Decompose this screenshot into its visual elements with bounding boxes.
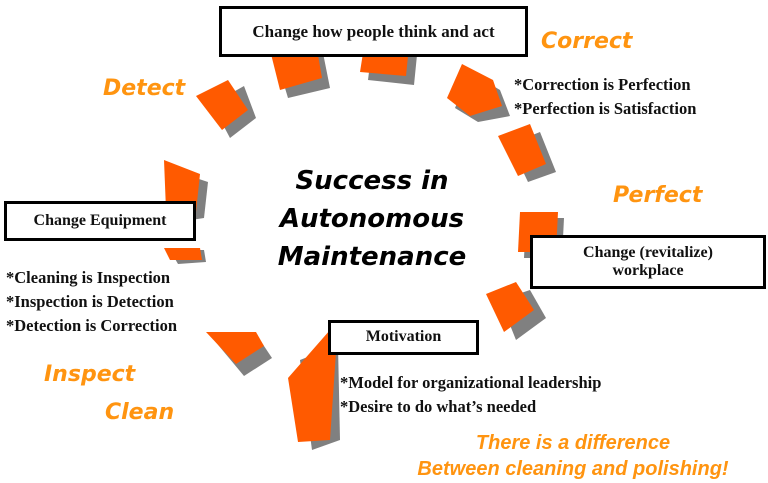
ring-segment-right-upper bbox=[498, 124, 556, 182]
box-motivation: Motivation bbox=[328, 320, 479, 355]
box-change-thinking-label: Change how people think and act bbox=[252, 21, 495, 41]
bullet-item: *Perfection is Satisfaction bbox=[514, 99, 697, 118]
title-line-1: Success in bbox=[295, 166, 449, 196]
bullet-item: *Inspection is Detection bbox=[6, 292, 174, 311]
bullet-item: *Cleaning is Inspection bbox=[6, 268, 171, 287]
box-motivation-label: Motivation bbox=[365, 328, 442, 346]
bullet-item: *Detection is Correction bbox=[6, 316, 178, 335]
box-change-equipment-label: Change Equipment bbox=[33, 211, 167, 229]
box-change-workplace-line1: Change (revitalize) bbox=[583, 243, 713, 261]
bullets-correct: *Correction is Perfection *Perfection is… bbox=[514, 73, 696, 121]
ring-segment-bottom-arrow bbox=[288, 330, 340, 450]
bullet-item: *Correction is Perfection bbox=[514, 75, 691, 94]
bullets-motivation: *Model for organizational leadership *De… bbox=[340, 371, 601, 419]
ring-segment-left-lower bbox=[164, 248, 206, 264]
stage-clean: Clean bbox=[105, 400, 175, 425]
stage-inspect: Inspect bbox=[44, 362, 136, 387]
box-change-equipment: Change Equipment bbox=[4, 201, 196, 241]
box-change-workplace: Change (revitalize) workplace bbox=[530, 235, 766, 289]
bullet-item: *Model for organizational leadership bbox=[340, 373, 602, 392]
title-line-3: Maintenance bbox=[277, 242, 467, 272]
stage-detect: Detect bbox=[103, 76, 186, 101]
ring-segment-top-right bbox=[447, 64, 510, 122]
box-change-thinking: Change how people think and act bbox=[219, 6, 528, 57]
bullet-item: *Desire to do what’s needed bbox=[340, 397, 537, 416]
note-line-1: There is a difference bbox=[475, 432, 671, 454]
note-line-2: Between cleaning and polishing! bbox=[417, 458, 729, 480]
box-change-workplace-line2: workplace bbox=[612, 262, 684, 279]
ring-segment-left-upper bbox=[196, 80, 256, 138]
ring-segment-bottom-left bbox=[206, 332, 272, 376]
title-line-2: Autonomous bbox=[279, 204, 465, 234]
ring-segment-bottom-right bbox=[486, 282, 546, 340]
stage-correct: Correct bbox=[541, 29, 633, 54]
bullets-equipment: *Cleaning is Inspection *Inspection is D… bbox=[6, 266, 177, 338]
diagram-title: Success in Autonomous Maintenance bbox=[262, 162, 482, 276]
difference-note: There is a difference Between cleaning a… bbox=[388, 430, 758, 482]
stage-perfect: Perfect bbox=[613, 183, 703, 208]
